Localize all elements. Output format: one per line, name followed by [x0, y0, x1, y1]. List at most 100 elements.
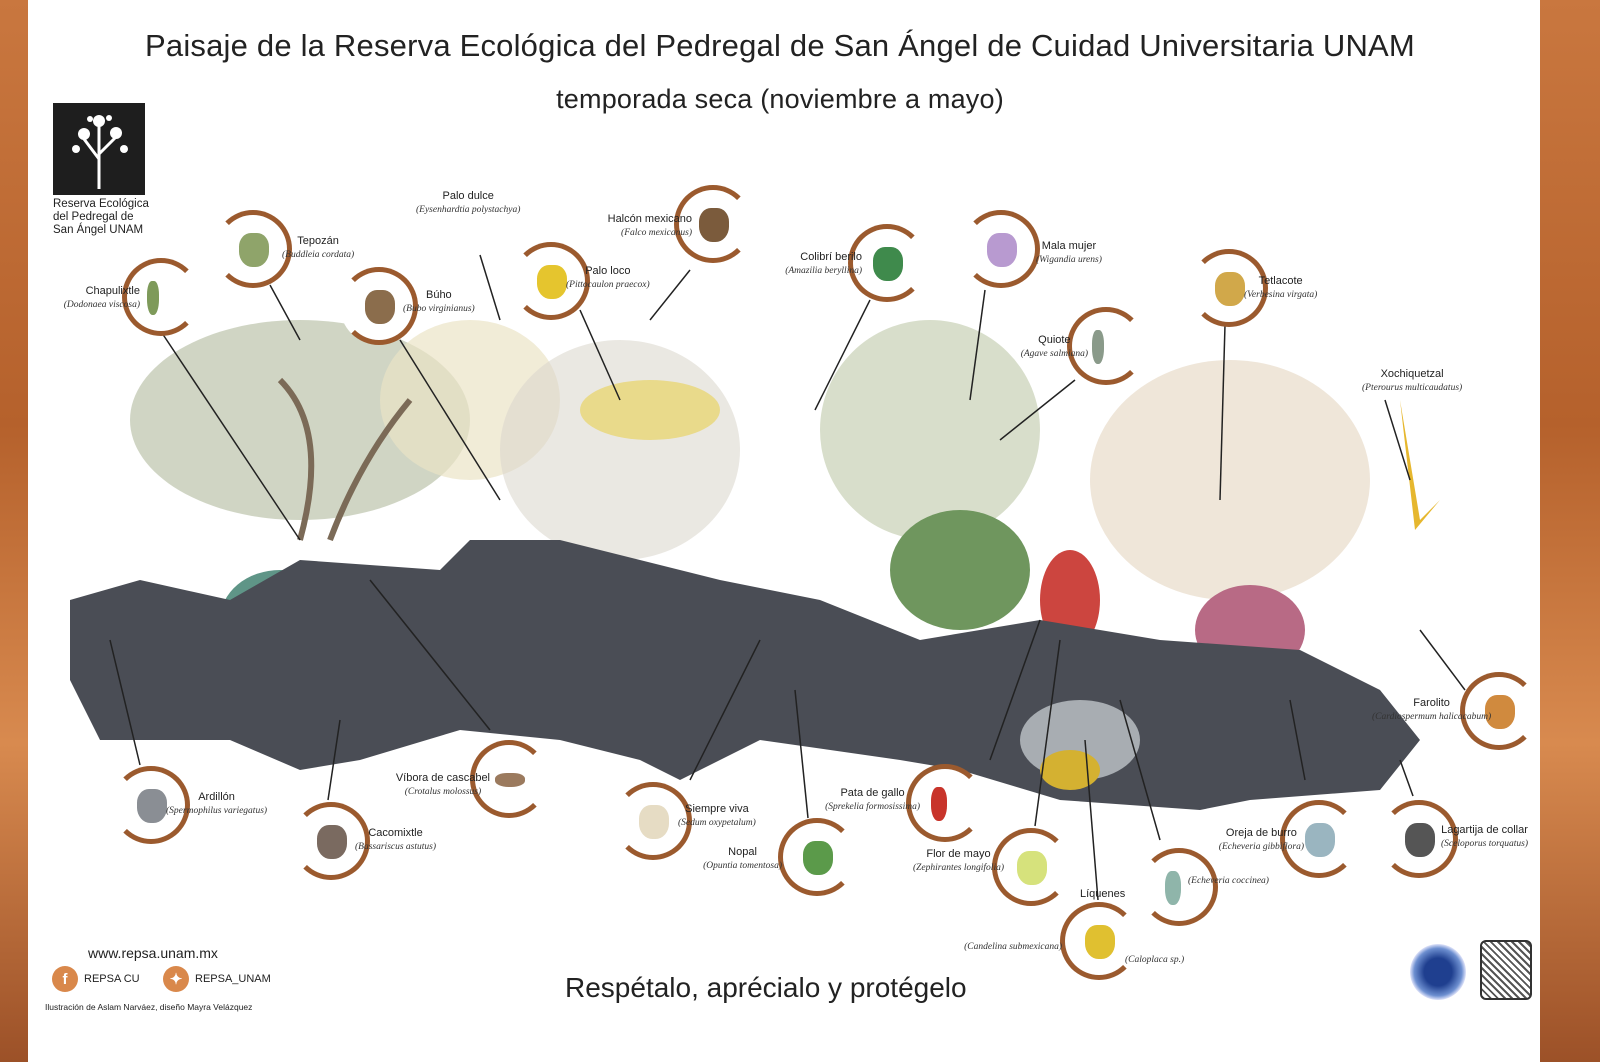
common-name: Palo dulce	[442, 190, 494, 202]
scientific-name: (Candelina submexicana)	[964, 942, 1062, 952]
slogan: Respétalo, aprécialo y protégelo	[565, 972, 967, 1003]
label-vibora-de-cascabel: Víbora de cascabel (Crotalus molossus)	[396, 771, 490, 799]
ardillon-thumbnail	[112, 766, 190, 844]
scientific-name: (Opuntia tomentosa)	[703, 861, 782, 871]
echeveria-coccinea-thumbnail	[1140, 848, 1218, 926]
common-name: Lagartija de collar	[1441, 824, 1528, 836]
common-name: Colibrí berilo	[800, 251, 862, 263]
common-name: Mala mujer	[1041, 240, 1097, 252]
common-name: Palo loco	[585, 265, 631, 277]
label-halcon-mexicano: Halcón mexicano (Falco mexicanus)	[608, 212, 692, 240]
scientific-name: (Cardiospermum halicacabum)	[1372, 712, 1492, 722]
scientific-name: (Sprekelia formosissima)	[825, 802, 920, 812]
label-xochiquetzal: Xochiquetzal (Pterourus multicaudatus)	[1362, 367, 1462, 395]
label-caloplaca: (Caloplaca sp.)	[1125, 953, 1184, 967]
common-name: Cacomixtle	[368, 827, 423, 839]
label-palo-dulce: Palo dulce (Eysenhardtia polystachya)	[416, 189, 520, 217]
logo-line: San Ángel UNAM	[53, 224, 144, 236]
common-name: Oreja de burro	[1225, 827, 1297, 839]
label-ardillon: Ardillón(Spermophilus variegatus)	[166, 790, 267, 818]
buho-thumbnail	[340, 267, 418, 345]
credits: Ilustración de Aslam Narváez, diseño May…	[45, 1002, 253, 1012]
scientific-name: (Eysenhardtia polystachya)	[416, 205, 521, 215]
label-buho: Búho (Bubo virginianus)	[403, 288, 475, 316]
scientific-name: (Wigandia urens)	[1036, 255, 1102, 265]
label-candelina: (Candelina submexicana)	[964, 940, 1062, 954]
common-name: Quiote	[1038, 334, 1071, 346]
mala-mujer-thumbnail	[962, 210, 1040, 288]
website-link[interactable]: www.repsa.unam.mx	[88, 945, 218, 961]
scientific-name: (Echeveria coccinea)	[1188, 876, 1269, 886]
scientific-name: (Amazilia beryllina)	[785, 266, 862, 276]
callout-lines	[109, 254, 1466, 901]
scientific-name: (Sedum oxypetalum)	[678, 818, 756, 828]
liquenes-thumbnail	[1060, 902, 1138, 980]
halcon-thumbnail	[674, 185, 752, 263]
scientific-name: (Sceloporus torquatus)	[1441, 839, 1528, 849]
unam-seal-icon	[1480, 940, 1532, 1000]
right-decorative-border	[1540, 0, 1600, 1062]
scientific-name: (Buddleia cordata)	[282, 250, 355, 260]
common-name: Tepozán	[297, 235, 339, 247]
label-lagartija-de-collar: Lagartija de collar (Sceloporus torquatus…	[1441, 823, 1528, 851]
scientific-name: (Agave salmiana)	[1020, 349, 1088, 359]
logo-line: Reserva Ecológica	[53, 198, 149, 210]
palo-loco-thumbnail	[512, 242, 590, 320]
flor-de-mayo-thumbnail	[992, 828, 1070, 906]
facebook-handle: REPSA CU	[84, 973, 140, 985]
scientific-name: (Dodonaea viscosa)	[63, 300, 140, 310]
scientific-name: (Falco mexicanus)	[621, 228, 692, 238]
label-tepozan: Tepozán (Buddleia cordata)	[282, 234, 354, 262]
repsa-seal-icon	[1410, 944, 1466, 1000]
label-flor-de-mayo: Flor de mayo (Zephirantes longifolia)	[913, 847, 1004, 875]
label-tetlacote: Tetlacote(Verbesina virgata)	[1244, 274, 1317, 302]
reserve-logo-text: Reserva Ecológica del Pedregal de San Án…	[53, 198, 163, 237]
farolito-thumbnail	[1460, 672, 1538, 750]
common-name: Xochiquetzal	[1380, 368, 1444, 380]
twitter-link[interactable]: ✦ REPSA_UNAM	[163, 966, 271, 992]
nopal-thumbnail	[778, 818, 856, 896]
common-name: Búho	[425, 289, 452, 301]
label-echeveria-coccinea: (Echeveria coccinea)	[1188, 874, 1269, 888]
bird-icon: ✦	[163, 966, 189, 992]
siempre-viva-thumbnail	[614, 782, 692, 860]
cacomixtle-thumbnail	[292, 802, 370, 880]
label-quiote: Quiote (Agave salmiana)	[1021, 333, 1088, 361]
colibri-thumbnail	[848, 224, 926, 302]
vibora-thumbnail	[470, 740, 548, 818]
common-name: Flor de mayo	[926, 848, 991, 860]
scientific-name: (Pittocaulon praecox)	[566, 280, 650, 290]
label-liquenes: Líquenes	[1080, 887, 1125, 901]
scientific-name: (Zephirantes longifolia)	[912, 863, 1004, 873]
common-name: Halcón mexicano	[607, 213, 692, 225]
quiote-thumbnail	[1067, 307, 1145, 385]
poster-title: Paisaje de la Reserva Ecológica del Pedr…	[145, 28, 1415, 63]
scientific-name: (Pterourus multicaudatus)	[1362, 383, 1463, 393]
common-name: Nopal	[728, 846, 757, 858]
scientific-name: (Echeveria gibbiflora)	[1218, 842, 1304, 852]
label-palo-loco: Palo loco (Pittocaulon praecox)	[566, 264, 650, 292]
label-cacomixtle: Cacomixtle (Bassariscus astutus)	[355, 826, 436, 854]
common-name: Siempre viva	[685, 803, 749, 815]
tetlacote-thumbnail	[1190, 249, 1268, 327]
chapulixtle-thumbnail	[122, 258, 200, 336]
pata-de-gallo-thumbnail	[906, 764, 984, 842]
scientific-name: (Spermophilus variegatus)	[166, 806, 268, 816]
label-mala-mujer: Mala mujer (Wigandia urens)	[1036, 239, 1102, 267]
logo-line: del Pedregal de	[53, 211, 134, 223]
common-name: Tetlacote	[1258, 275, 1303, 287]
common-name: Líquenes	[1080, 888, 1126, 900]
label-oreja-de-burro: Oreja de burro (Echeveria gibbiflora)	[1219, 826, 1304, 854]
twitter-handle: REPSA_UNAM	[195, 973, 271, 985]
poster-subtitle: temporada seca (noviembre a mayo)	[556, 84, 1004, 114]
common-name: Víbora de cascabel	[395, 772, 490, 784]
scientific-name: (Caloplaca sp.)	[1125, 955, 1185, 965]
label-farolito: Farolito(Cardiospermum halicacabum)	[1372, 696, 1491, 724]
scientific-name: (Crotalus molossus)	[404, 787, 482, 797]
label-colibri-berilo: Colibrí berilo (Amazilia beryllina)	[785, 250, 862, 278]
scientific-name: (Bassariscus astutus)	[355, 842, 437, 852]
scientific-name: (Bubo virginianus)	[403, 304, 475, 314]
label-nopal: Nopal (Opuntia tomentosa)	[703, 845, 782, 873]
